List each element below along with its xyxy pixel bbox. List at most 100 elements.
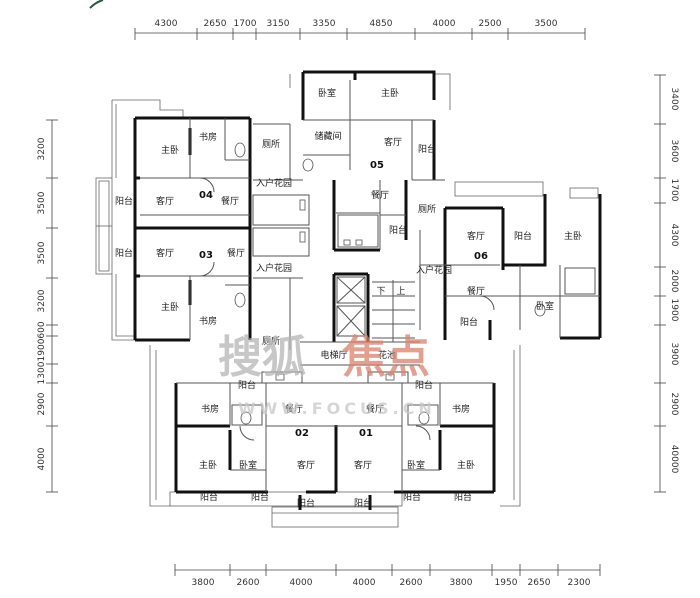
corner-stroke	[89, 0, 104, 9]
dim-bottom-4: 4000	[353, 578, 376, 588]
elevator-lobby-label: 电梯厅	[320, 349, 347, 361]
interior-lines	[140, 80, 600, 492]
dim-right-8: 2900	[669, 393, 679, 416]
room-u01-living: 客厅	[354, 459, 372, 471]
room-u06-dining: 餐厅	[467, 285, 485, 297]
dimension-lines	[46, 28, 666, 576]
stair-up-label: 上	[396, 286, 405, 297]
room-u02-balcony-3: 阳台	[251, 491, 269, 503]
dim-right-5: 2000	[669, 270, 679, 293]
room-u04-living: 客厅	[156, 195, 174, 207]
room-u43-toilet-1: 厕所	[262, 139, 280, 150]
unit-01-number: 01	[359, 428, 373, 439]
room-u06-garden: 入户花园	[416, 264, 452, 276]
dim-top-8: 2500	[479, 19, 502, 29]
room-u05-balcony-1: 阳台	[418, 143, 436, 155]
room-u02-balcony-2: 阳台	[200, 491, 218, 503]
walls	[133, 70, 602, 510]
dim-bottom-2: 2600	[237, 578, 260, 588]
dim-bottom-1: 3800	[192, 578, 215, 588]
room-u01-dining: 餐厅	[366, 403, 384, 415]
dim-right-4: 4300	[669, 224, 679, 247]
room-u05-storage: 储藏间	[314, 130, 341, 142]
room-u03-living: 客厅	[156, 247, 174, 259]
dim-right-2: 3600	[669, 140, 679, 163]
dimension-bottom: 3800 2600 4000 4000 2600 3800 1950 2650 …	[192, 578, 591, 588]
dim-right-6: 1900	[669, 299, 679, 322]
dim-top-2: 2650	[204, 19, 227, 29]
room-u43-garden-1: 入户花园	[256, 177, 292, 189]
core-labels: 下 上 电梯厅 花池	[320, 286, 405, 361]
room-u04-master-bedroom: 主卧	[161, 144, 179, 156]
unit-06-number: 06	[474, 251, 488, 262]
room-u01-balcony: 阳台	[415, 379, 433, 391]
unit-02-number: 02	[295, 428, 309, 439]
room-u02-bedroom: 卧室	[239, 459, 257, 471]
unit-04-labels: 主卧 书房 阳台 客厅 04 餐厅 厕所 入户花园	[115, 131, 292, 207]
dim-left-2: 3500	[37, 191, 47, 214]
room-u43-garden-2: 入户花园	[256, 262, 292, 274]
unit-04-number: 04	[199, 190, 213, 201]
room-u03-study: 书房	[199, 315, 217, 327]
dim-top-6: 4850	[370, 19, 393, 29]
room-u05-toilet: 厕所	[418, 204, 436, 215]
room-u01-master-bedroom: 主卧	[457, 459, 475, 471]
dim-top-5: 3350	[313, 19, 336, 29]
unit-06-labels: 客厅 阳台 主卧 06 入户花园 餐厅 卧室 阳台	[416, 230, 582, 328]
room-u03-dining: 餐厅	[227, 247, 245, 259]
dim-top-3: 1700	[234, 19, 257, 29]
unit-05-labels: 卧室 主卧 储藏间 客厅 阳台 05 餐厅 厕所 阳台	[314, 87, 436, 236]
watermark-url: WWW.FOCUS.CN	[238, 399, 436, 418]
dim-right-1: 3400	[669, 88, 679, 111]
dim-left-7: 1300	[37, 361, 47, 384]
room-u01-balcony-2: 阳台	[454, 491, 472, 503]
room-u06-bedroom: 卧室	[536, 300, 554, 312]
dim-bottom-6: 3800	[450, 578, 473, 588]
dimension-left: 3200 3500 3500 3200 600 1900 1300 2900 4…	[37, 137, 47, 470]
dim-left-8: 2900	[37, 392, 47, 415]
room-u02-balcony: 阳台	[238, 379, 256, 391]
dim-top-7: 4000	[433, 19, 456, 29]
dim-left-1: 3200	[37, 137, 47, 160]
room-u01-balcony-4: 阳台	[354, 497, 372, 509]
room-u04-study: 书房	[199, 131, 217, 143]
room-u02-master-bedroom: 主卧	[199, 459, 217, 471]
room-u04-balcony: 阳台	[115, 195, 133, 207]
dimension-right: 3400 3600 1700 4300 2000 1900 3900 2900 …	[669, 88, 679, 474]
room-u01-bedroom: 卧室	[407, 459, 425, 471]
unit-05-number: 05	[370, 160, 384, 171]
room-u05-balcony-2: 阳台	[389, 224, 407, 236]
room-u03-balcony: 阳台	[115, 247, 133, 259]
dim-left-9: 4000	[37, 447, 47, 470]
dim-bottom-9: 2300	[568, 578, 591, 588]
stair-down-label: 下	[376, 287, 385, 297]
room-u02-living: 客厅	[297, 459, 315, 471]
dim-bottom-5: 2600	[400, 578, 423, 588]
room-u01-balcony-3: 阳台	[403, 491, 421, 503]
dim-left-3: 3500	[37, 241, 47, 264]
room-u06-master-bedroom: 主卧	[564, 230, 582, 242]
dim-bottom-3: 4000	[290, 578, 313, 588]
dim-bottom-8: 2650	[528, 578, 551, 588]
room-u05-master-bedroom: 主卧	[381, 87, 399, 99]
room-u05-dining: 餐厅	[371, 189, 389, 201]
dim-top-1: 4300	[155, 19, 178, 29]
dim-right-9: 40000	[669, 445, 679, 474]
fixtures	[234, 142, 546, 425]
dim-left-6: 1900	[37, 338, 47, 361]
dim-bottom-7: 1950	[495, 578, 518, 588]
unit-01-labels: 阳台 餐厅 书房 01 客厅 卧室 主卧 阳台 阳台 阳台	[354, 379, 475, 509]
watermark-text-red: 焦点	[342, 332, 430, 383]
unit-03-labels: 阳台 客厅 03 餐厅 主卧 书房 入户花园 厕所	[115, 247, 292, 347]
room-u06-living: 客厅	[467, 230, 485, 242]
dim-right-3: 1700	[669, 179, 679, 202]
unit-02-labels: 阳台 书房 餐厅 02 主卧 卧室 客厅 阳台 阳台 阳台	[199, 379, 315, 509]
room-u02-balcony-4: 阳台	[297, 497, 315, 509]
dim-left-4: 3200	[37, 289, 47, 312]
room-u03-master-bedroom: 主卧	[161, 301, 179, 313]
room-u43-toilet-2: 厕所	[262, 336, 280, 347]
dim-right-7: 3900	[669, 343, 679, 366]
room-u06-balcony: 阳台	[514, 230, 532, 242]
